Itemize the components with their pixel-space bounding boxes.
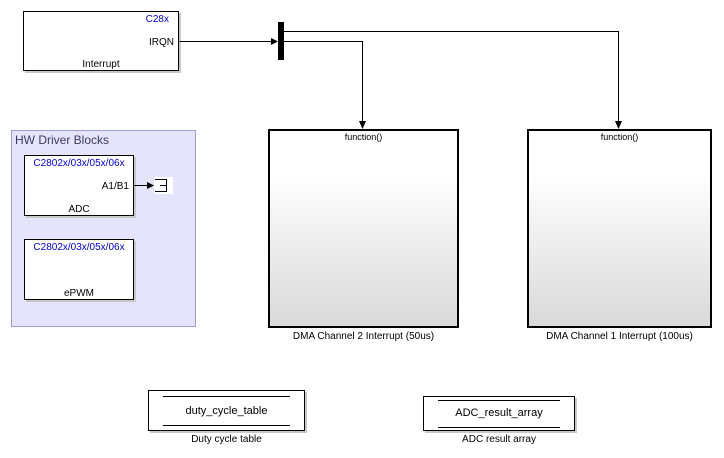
adc-store-name: ADC_result_array bbox=[455, 407, 543, 419]
epwm-target-tag: C2802x/03x/05x/06x bbox=[33, 242, 125, 253]
hw-driver-blocks-title: HW Driver Blocks bbox=[15, 133, 110, 147]
demux-bar[interactable] bbox=[278, 22, 284, 60]
adc-store-bottom-rule bbox=[438, 427, 560, 428]
dma1-arrowhead bbox=[615, 121, 622, 129]
interrupt-target-tag: C28x bbox=[145, 14, 169, 25]
interrupt-block-label: Interrupt bbox=[82, 59, 120, 70]
dma-channel-2-subsystem[interactable]: function() bbox=[268, 129, 459, 328]
dma-channel-1-caption: DMA Channel 1 Interrupt (100us) bbox=[546, 331, 693, 342]
adc-result-array-store[interactable]: ADC_result_array bbox=[423, 396, 575, 431]
adc-store-top-rule bbox=[438, 400, 560, 401]
interrupt-block[interactable]: C28x IRQN Interrupt bbox=[23, 11, 179, 71]
dma1-trigger-label: function() bbox=[600, 132, 639, 142]
demux-to-dma2-wire bbox=[284, 41, 363, 122]
duty-store-bottom-rule bbox=[163, 425, 290, 426]
irqn-port-label: IRQN bbox=[149, 37, 174, 48]
adc-target-tag: C2802x/03x/05x/06x bbox=[33, 158, 125, 169]
dma-channel-1-subsystem[interactable]: function() bbox=[527, 129, 712, 328]
dma2-arrowhead bbox=[359, 121, 366, 129]
adc-result-array-caption: ADC result array bbox=[462, 434, 536, 445]
duty-store-name: duty_cycle_table bbox=[185, 405, 268, 417]
epwm-block-label: ePWM bbox=[64, 288, 94, 299]
demux-to-dma1-wire bbox=[284, 31, 619, 122]
duty-cycle-table-store[interactable]: duty_cycle_table bbox=[148, 390, 305, 431]
duty-store-top-rule bbox=[163, 396, 290, 397]
terminator-bracket-icon bbox=[155, 179, 167, 192]
epwm-block[interactable]: C2802x/03x/05x/06x ePWM bbox=[24, 239, 134, 300]
adc-block-label: ADC bbox=[68, 204, 90, 215]
dma2-trigger-label: function() bbox=[344, 132, 383, 142]
adc-port-label: A1/B1 bbox=[101, 181, 129, 192]
irqn-arrowhead bbox=[271, 38, 278, 45]
duty-cycle-table-caption: Duty cycle table bbox=[191, 434, 262, 445]
adc-block[interactable]: C2802x/03x/05x/06x A1/B1 ADC bbox=[24, 155, 134, 216]
dma-channel-2-caption: DMA Channel 2 Interrupt (50us) bbox=[292, 331, 435, 342]
adc-arrowhead bbox=[147, 182, 154, 189]
